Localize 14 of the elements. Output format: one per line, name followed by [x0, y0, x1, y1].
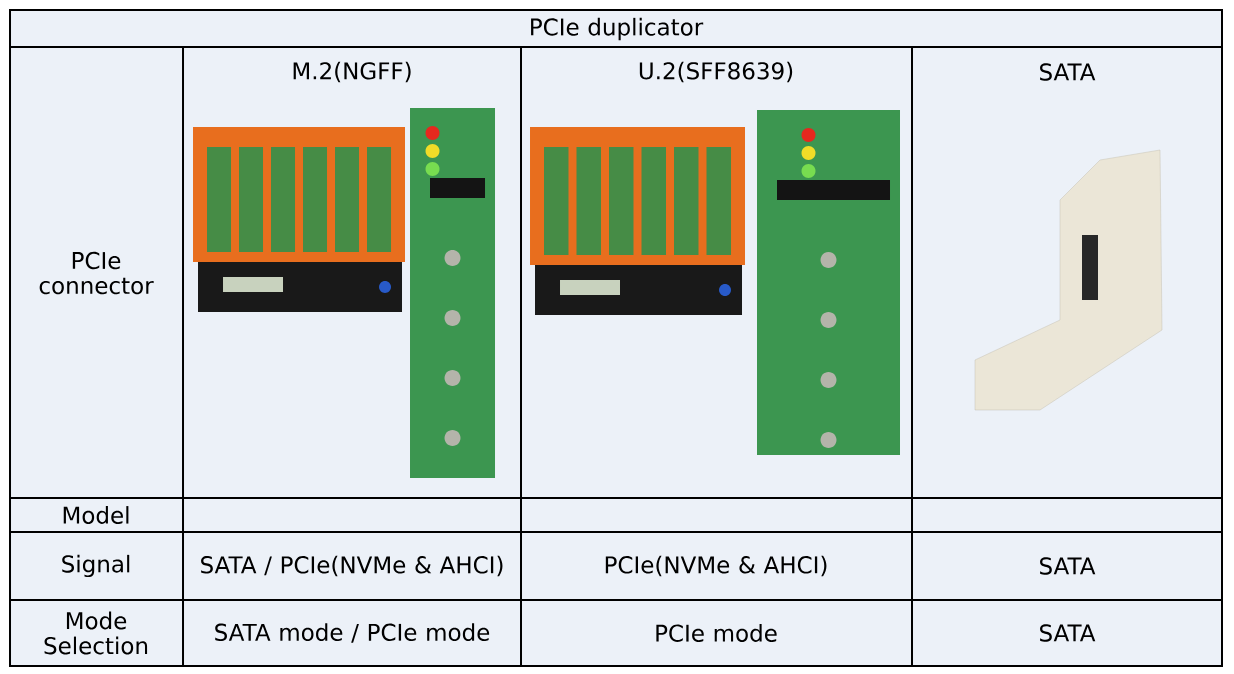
- table-cell-text: Mode Selection: [44, 611, 148, 655]
- table-cell-text: U.2(SFF8639): [639, 61, 793, 83]
- table-cell-text: SATA mode / PCIe mode: [215, 623, 490, 643]
- table-cell-text: PCIe mode: [656, 624, 777, 642]
- table-cell-text: SATA: [1040, 63, 1096, 81]
- table-cell-text: PCIe connector: [39, 251, 154, 295]
- table-cell-text: Signal: [62, 554, 130, 578]
- table-cell-text: SATA: [1040, 624, 1096, 642]
- table-cell-text: SATA / PCIe(NVMe & AHCI): [201, 555, 503, 577]
- table-cell-text: PCIe(NVMe & AHCI): [605, 555, 827, 577]
- table-cell-text: M.2(NGFF): [293, 61, 411, 83]
- table-cell-text: PCIe duplicator: [531, 17, 704, 41]
- table-cell-text: SATA: [1040, 557, 1096, 575]
- table-cell-text: Model: [63, 506, 129, 524]
